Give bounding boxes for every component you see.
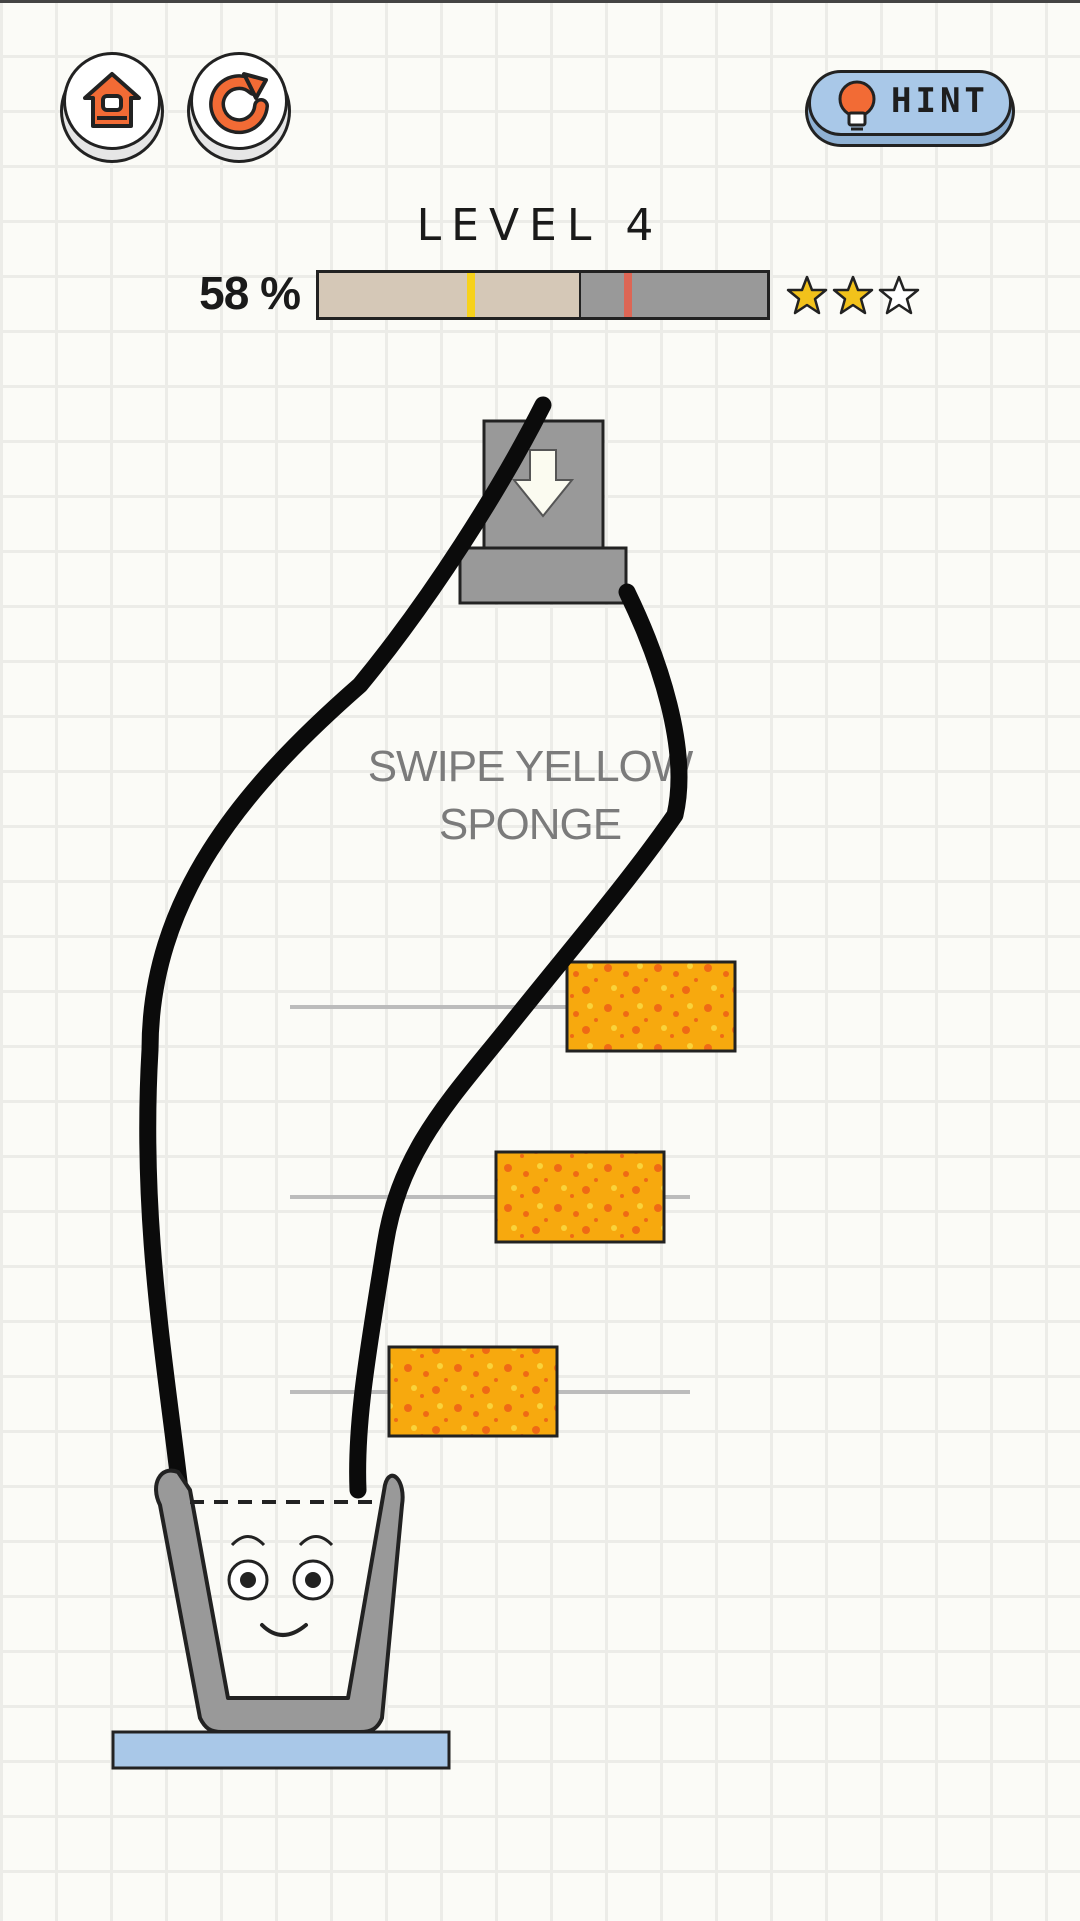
- restart-icon: [209, 72, 269, 135]
- level-title: LEVEL 4: [416, 200, 664, 251]
- home-button[interactable]: [63, 52, 161, 150]
- star-rating: [786, 274, 920, 316]
- progress-percent: 58 %: [199, 267, 301, 319]
- instruction-text: SWIPE YELLOW SPONGE: [330, 738, 730, 854]
- lightbulb-icon: [838, 80, 876, 131]
- star-empty-icon: [878, 275, 920, 315]
- drawn-line: [139, 396, 552, 1499]
- happy-glass: [154, 1468, 405, 1734]
- top-border: [0, 0, 1080, 3]
- yellow-sponge[interactable]: [494, 1150, 666, 1244]
- star-filled-icon: [786, 275, 828, 315]
- progress-fill: [319, 273, 581, 317]
- instruction-line-1: SWIPE YELLOW: [367, 742, 694, 791]
- hint-button[interactable]: HINT: [808, 70, 1012, 136]
- progress-marker-red: [624, 273, 632, 317]
- star-filled-icon: [832, 275, 874, 315]
- hint-label: HINT: [891, 81, 989, 121]
- drawn-line: [349, 583, 688, 1499]
- instruction-line-2: SPONGE: [438, 800, 622, 849]
- progress-bar: [316, 270, 770, 320]
- progress-marker-yellow: [467, 273, 475, 317]
- glass-smile: [260, 1623, 308, 1637]
- glass-platform: [111, 1730, 451, 1770]
- home-icon: [83, 72, 141, 128]
- arrow-down-icon: [511, 449, 575, 518]
- yellow-sponge[interactable]: [565, 960, 737, 1053]
- yellow-sponge[interactable]: [387, 1345, 559, 1438]
- restart-button[interactable]: [190, 52, 288, 150]
